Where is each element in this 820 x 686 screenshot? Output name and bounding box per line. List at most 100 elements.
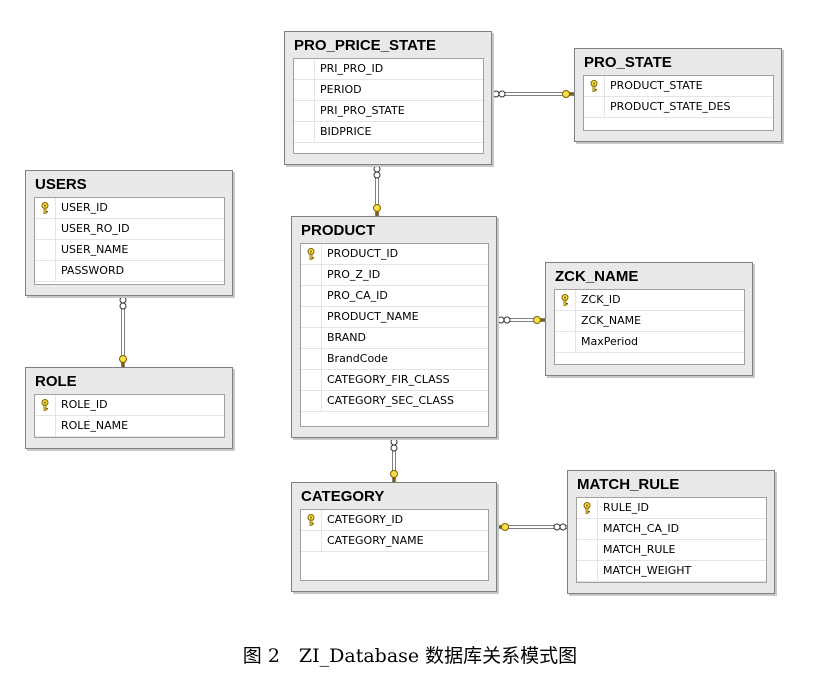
row-selector xyxy=(584,97,605,117)
row-selector xyxy=(35,219,56,239)
column-name: CATEGORY_ID xyxy=(327,513,404,526)
column-name: ROLE_ID xyxy=(61,398,108,411)
column-name: ROLE_NAME xyxy=(61,419,129,432)
primary-key-icon xyxy=(307,248,315,260)
column-name: USER_NAME xyxy=(61,243,129,256)
table-match-rule[interactable]: MATCH_RULE RULE_ID MATCH_CA_ID MATCH_RULE M… xyxy=(567,470,775,594)
column-name: CATEGORY_FIR_CLASS xyxy=(327,373,450,386)
column-row[interactable]: PRODUCT_STATE_DES xyxy=(584,97,773,118)
table-title: CATEGORY xyxy=(301,488,385,505)
column-name: BrandCode xyxy=(327,352,388,365)
column-row[interactable]: BIDPRICE xyxy=(294,122,483,143)
row-selector xyxy=(577,540,598,560)
column-row[interactable]: PRO_CA_ID xyxy=(301,286,488,307)
column-row[interactable]: MATCH_CA_ID xyxy=(577,519,766,540)
column-name: PRODUCT_STATE_DES xyxy=(610,100,731,113)
column-row[interactable]: PRI_PRO_ID xyxy=(294,59,483,80)
column-row[interactable]: MaxPeriod xyxy=(555,332,744,353)
table-title: USERS xyxy=(35,176,87,193)
table-zck-name[interactable]: ZCK_NAME ZCK_ID ZCK_NAME MaxPeriod xyxy=(545,262,753,376)
column-row[interactable]: USER_NAME xyxy=(35,240,224,261)
primary-key-icon xyxy=(41,202,49,214)
column-row[interactable]: PRODUCT_ID xyxy=(301,244,488,265)
column-name: MATCH_CA_ID xyxy=(603,522,680,535)
many-end-icon xyxy=(503,316,511,324)
column-row[interactable]: USER_ID xyxy=(35,198,224,219)
column-row[interactable]: RULE_ID xyxy=(577,498,766,519)
column-row[interactable]: MATCH_WEIGHT xyxy=(577,561,766,582)
many-end-icon xyxy=(119,302,127,310)
column-name: ZCK_NAME xyxy=(581,314,642,327)
figure-caption: 图 2 ZI_Database 数据库关系模式图 xyxy=(242,645,578,667)
table-title: PRO_STATE xyxy=(584,54,672,71)
row-selector xyxy=(294,80,315,100)
column-list: RULE_ID MATCH_CA_ID MATCH_RULE MATCH_WEIGHT xyxy=(576,497,767,583)
column-name: PASSWORD xyxy=(61,264,125,277)
key-end-icon xyxy=(390,470,398,478)
table-role[interactable]: ROLE ROLE_ID ROLE_NAME xyxy=(25,367,233,449)
many-end-icon xyxy=(373,171,381,179)
many-end-icon xyxy=(498,90,506,98)
column-row[interactable]: ROLE_NAME xyxy=(35,416,224,437)
many-end-icon xyxy=(390,438,398,446)
table-pro-state[interactable]: PRO_STATE PRODUCT_STATE PRODUCT_STATE_DES xyxy=(574,48,782,142)
column-list: CATEGORY_ID CATEGORY_NAME xyxy=(300,509,489,581)
row-selector xyxy=(35,261,56,281)
column-row[interactable]: MATCH_RULE xyxy=(577,540,766,561)
column-row[interactable]: BRAND xyxy=(301,328,488,349)
row-selector xyxy=(577,519,598,539)
column-row[interactable]: CATEGORY_NAME xyxy=(301,531,488,552)
column-name: PRI_PRO_ID xyxy=(320,62,384,75)
row-selector xyxy=(555,332,576,352)
column-row[interactable]: PASSWORD xyxy=(35,261,224,282)
many-end-icon xyxy=(497,316,505,324)
table-title: ROLE xyxy=(35,373,77,390)
column-name: BRAND xyxy=(327,331,366,344)
column-row[interactable]: PRODUCT_NAME xyxy=(301,307,488,328)
row-selector xyxy=(35,395,56,415)
primary-key-icon xyxy=(590,80,598,92)
column-row[interactable]: ZCK_NAME xyxy=(555,311,744,332)
column-name: ZCK_ID xyxy=(581,293,621,306)
column-name: MATCH_RULE xyxy=(603,543,676,556)
column-row[interactable]: ROLE_ID xyxy=(35,395,224,416)
column-name: BIDPRICE xyxy=(320,125,372,138)
many-end-icon xyxy=(373,165,381,173)
row-selector xyxy=(301,349,322,369)
column-name: PRI_PRO_STATE xyxy=(320,104,405,117)
column-name: PRODUCT_STATE xyxy=(610,79,703,92)
column-row[interactable]: USER_RO_ID xyxy=(35,219,224,240)
column-list: ROLE_ID ROLE_NAME xyxy=(34,394,225,438)
row-selector xyxy=(577,498,598,518)
table-title: MATCH_RULE xyxy=(577,476,680,493)
column-row[interactable]: PRO_Z_ID xyxy=(301,265,488,286)
row-selector xyxy=(35,416,56,436)
column-row[interactable]: CATEGORY_FIR_CLASS xyxy=(301,370,488,391)
row-selector xyxy=(301,531,322,551)
column-row[interactable]: CATEGORY_SEC_CLASS xyxy=(301,391,488,412)
row-selector xyxy=(294,101,315,121)
column-name: PRODUCT_ID xyxy=(327,247,399,260)
column-row[interactable]: PRODUCT_STATE xyxy=(584,76,773,97)
row-selector xyxy=(301,307,322,327)
key-end-icon xyxy=(119,355,127,363)
primary-key-icon xyxy=(583,502,591,514)
table-title: ZCK_NAME xyxy=(555,268,639,285)
column-row[interactable]: CATEGORY_ID xyxy=(301,510,488,531)
column-row[interactable]: PRI_PRO_STATE xyxy=(294,101,483,122)
column-row[interactable]: BrandCode xyxy=(301,349,488,370)
column-list: PRI_PRO_ID PERIOD PRI_PRO_STATE BIDPRICE xyxy=(293,58,484,154)
column-row[interactable]: PERIOD xyxy=(294,80,483,101)
key-end-icon xyxy=(533,316,541,324)
table-category[interactable]: CATEGORY CATEGORY_ID CATEGORY_NAME xyxy=(291,482,497,592)
column-row[interactable]: ZCK_ID xyxy=(555,290,744,311)
column-name: MATCH_WEIGHT xyxy=(603,564,692,577)
table-title: PRODUCT xyxy=(301,222,376,239)
row-selector xyxy=(301,244,322,264)
